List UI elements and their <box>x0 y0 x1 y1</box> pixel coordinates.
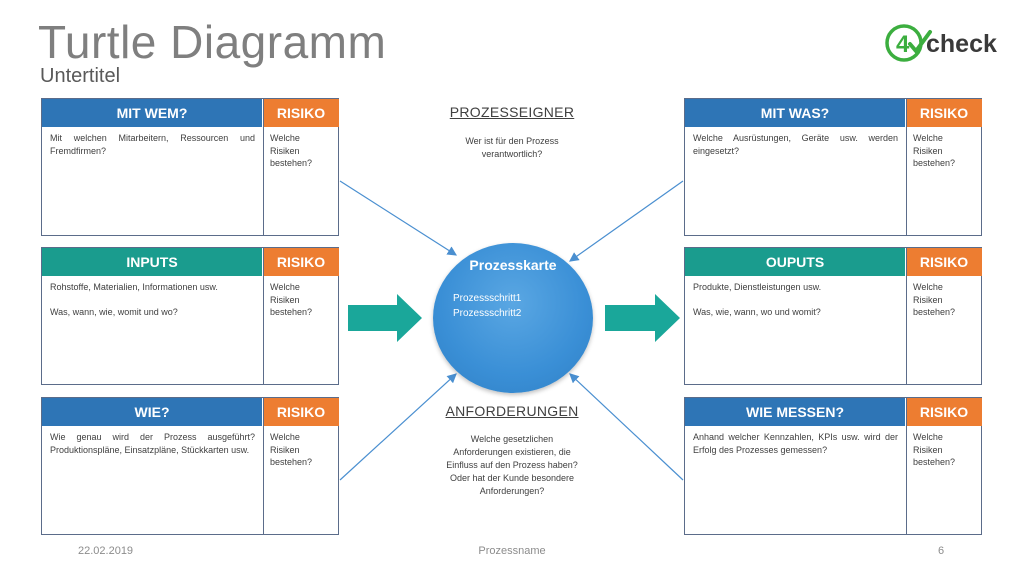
footer-process-name: Prozessname <box>478 545 546 557</box>
outputs-arrow-icon <box>605 294 680 342</box>
footer-date: 22.02.2019 <box>78 545 134 557</box>
wie-risk-header: RISIKO <box>263 398 339 426</box>
connector-mit-wem <box>339 180 458 256</box>
mit-was-header: MIT WAS? <box>685 99 906 127</box>
box-inputs: INPUTS RISIKO Rohstoffe, Materialien, In… <box>41 247 339 385</box>
wie-messen-risk-header: RISIKO <box>906 398 982 426</box>
wie-messen-header: WIE MESSEN? <box>685 398 906 426</box>
inputs-divider <box>263 248 264 384</box>
mit-was-risk-text: Welche Risiken bestehen? <box>913 133 956 168</box>
process-step-1: Prozessschritt1 <box>453 293 522 304</box>
mit-wem-risk-header: RISIKO <box>263 99 339 127</box>
connector-mit-was <box>569 180 684 262</box>
wie-header: WIE? <box>42 398 263 426</box>
box-outputs: OUPUTS RISIKO Produkte, Dienstleistungen… <box>684 247 982 385</box>
mit-was-divider <box>906 99 907 235</box>
inputs-header: INPUTS <box>42 248 263 276</box>
wie-risk-text: Welche Risiken bestehen? <box>270 432 313 467</box>
mit-wem-description: Mit welchen Mitarbeitern, Ressourcen und… <box>50 133 255 156</box>
logo-word: check <box>926 30 997 58</box>
inputs-arrow-icon <box>348 294 422 342</box>
outputs-description: Produkte, Dienstleistungen usw. Was, wie… <box>693 282 822 317</box>
outputs-divider <box>906 248 907 384</box>
mit-wem-divider <box>263 99 264 235</box>
wie-messen-risk-text: Welche Risiken bestehen? <box>913 432 956 467</box>
outputs-risk-text: Welche Risiken bestehen? <box>913 282 956 317</box>
process-owner-label: PROZESSEIGNER <box>449 104 575 120</box>
process-card-circle <box>433 243 593 393</box>
4check-logo: 4 check <box>885 24 997 62</box>
mit-wem-header: MIT WEM? <box>42 99 263 127</box>
requirements-label: ANFORDERUNGEN <box>445 403 579 419</box>
box-mit-wem: MIT WEM? RISIKO Mit welchen Mitarbeitern… <box>41 98 339 236</box>
footer-page-number: 6 <box>938 545 945 557</box>
page-title: Turtle Diagramm <box>38 16 387 68</box>
outputs-risk-header: RISIKO <box>906 248 982 276</box>
process-step-2: Prozessschritt2 <box>453 308 522 319</box>
inputs-description: Rohstoffe, Materialien, Informationen us… <box>50 282 218 317</box>
inputs-risk-text: Welche Risiken bestehen? <box>270 282 313 317</box>
process-card-title: Prozesskarte <box>469 257 557 273</box>
logo-checkmark-icon <box>908 30 932 55</box>
wie-divider <box>263 398 264 534</box>
logo-number: 4 <box>896 31 910 58</box>
process-owner-text: Wer ist für den Prozess verantwortlich? <box>465 136 559 159</box>
box-mit-was: MIT WAS? RISIKO Welche Ausrüstungen, Ger… <box>684 98 982 236</box>
wie-description: Wie genau wird der Prozess ausgeführt? P… <box>50 432 255 455</box>
mit-wem-risk-text: Welche Risiken bestehen? <box>270 133 313 168</box>
page-subtitle: Untertitel <box>40 65 121 87</box>
requirements-text: Welche gesetzlichen Anforderungen existi… <box>446 434 578 496</box>
mit-was-description: Welche Ausrüstungen, Geräte usw. werden … <box>693 133 898 156</box>
outputs-header: OUPUTS <box>685 248 906 276</box>
wie-messen-divider <box>906 398 907 534</box>
wie-messen-description: Anhand welcher Kennzahlen, KPIs usw. wir… <box>693 432 898 455</box>
mit-was-risk-header: RISIKO <box>906 99 982 127</box>
box-wie: WIE? RISIKO Wie genau wird der Prozess a… <box>41 397 339 535</box>
inputs-risk-header: RISIKO <box>263 248 339 276</box>
box-wie-messen: WIE MESSEN? RISIKO Anhand welcher Kennza… <box>684 397 982 535</box>
